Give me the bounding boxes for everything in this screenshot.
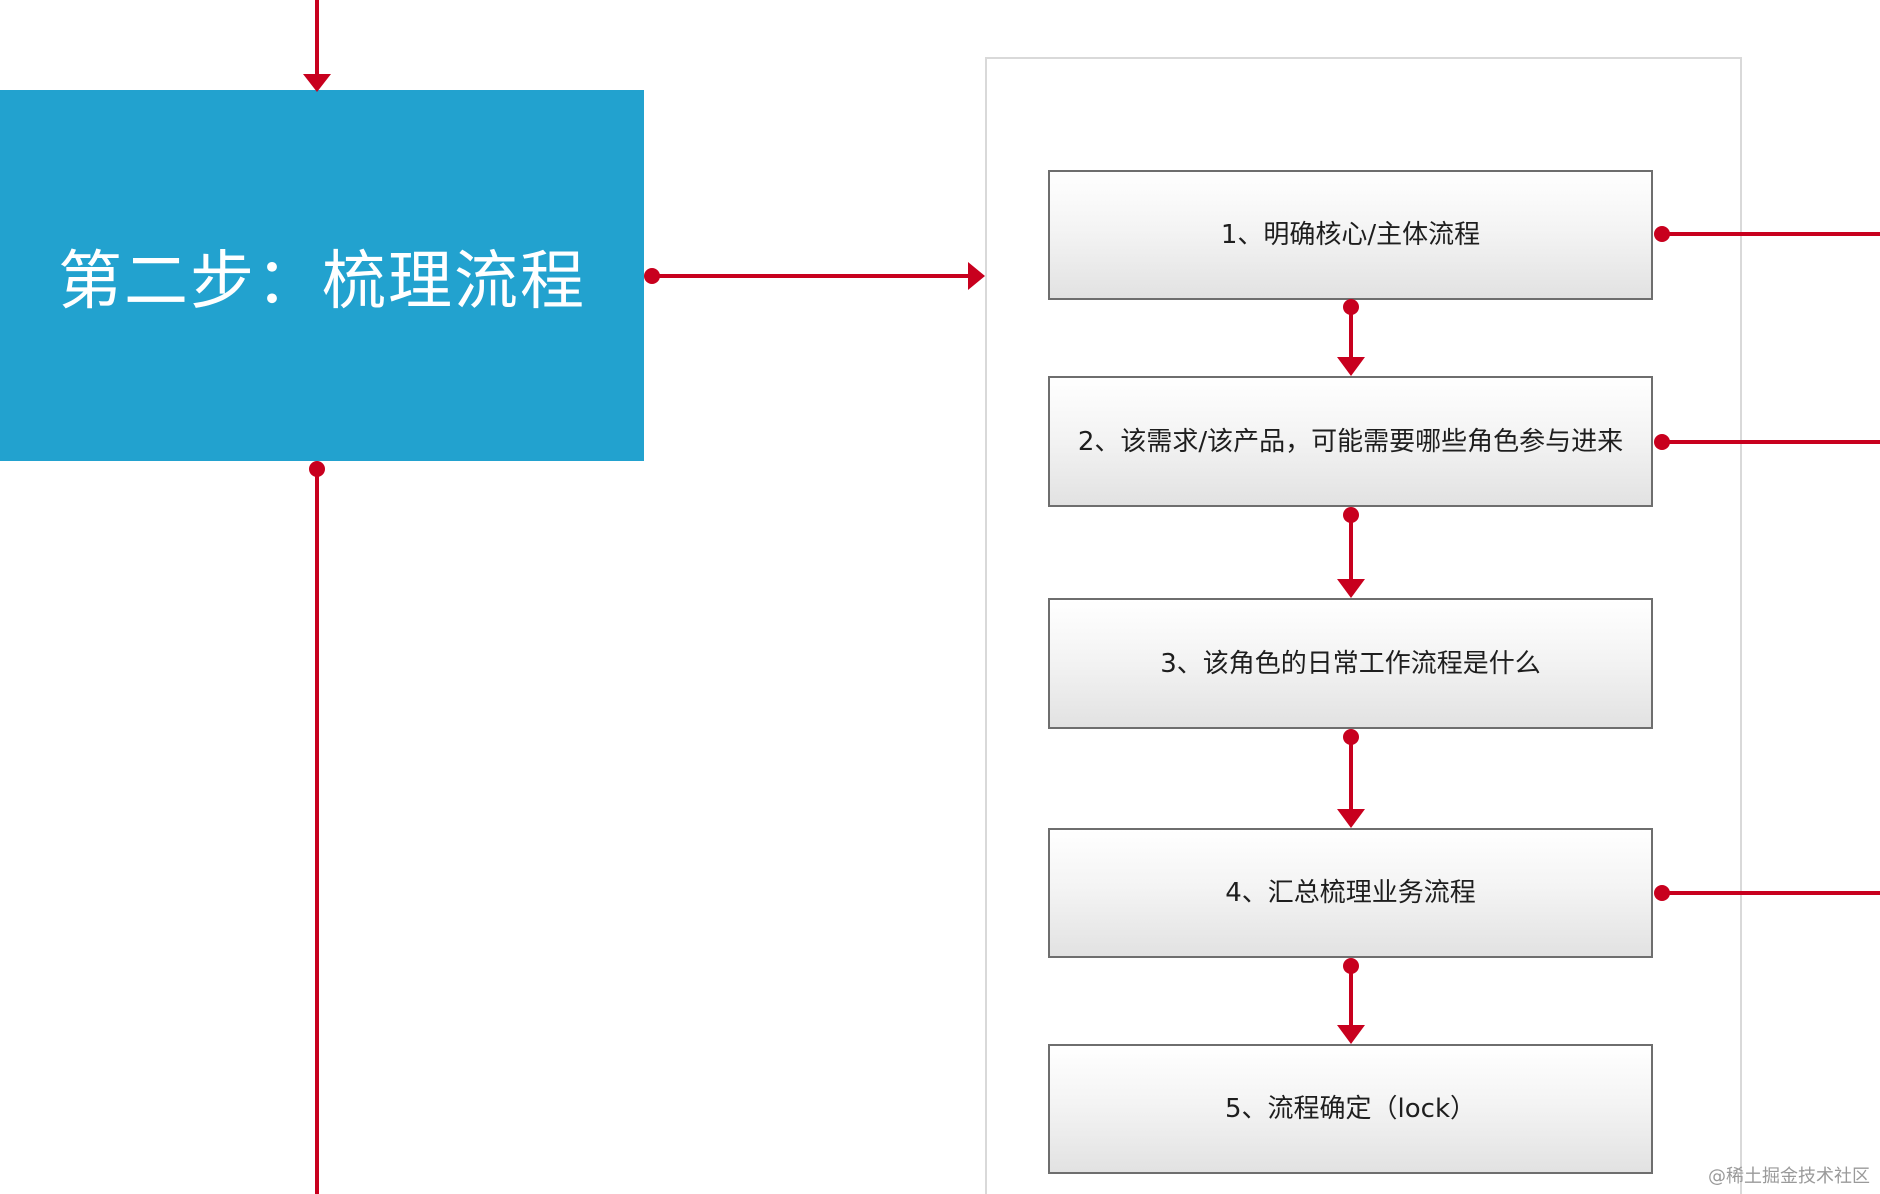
step-label-1: 1、明确核心/主体流程 — [1220, 220, 1481, 250]
step-box-4: 4、汇总梳理业务流程 — [1048, 828, 1653, 958]
main-step-label: 第二步：梳理流程 — [58, 244, 586, 319]
step-label-2: 2、该需求/该产品，可能需要哪些角色参与进来 — [1077, 426, 1624, 457]
step-box-5: 5、流程确定（lock） — [1048, 1044, 1653, 1174]
step-label-5: 5、流程确定（lock） — [1224, 1094, 1477, 1124]
step-label-4: 4、汇总梳理业务流程 — [1225, 878, 1476, 908]
step-box-3: 3、该角色的日常工作流程是什么 — [1048, 598, 1653, 729]
main-step-box: 第二步：梳理流程 — [0, 90, 644, 461]
step-box-2: 2、该需求/该产品，可能需要哪些角色参与进来 — [1048, 376, 1653, 507]
connector-dot-main-bottom — [309, 461, 325, 477]
connector-dot-main-right — [644, 268, 660, 284]
arrowhead-main-to-group — [968, 262, 985, 290]
step-box-1: 1、明确核心/主体流程 — [1048, 170, 1653, 300]
step-label-3: 3、该角色的日常工作流程是什么 — [1160, 648, 1541, 679]
watermark: @稀土掘金技术社区 — [1708, 1166, 1870, 1187]
